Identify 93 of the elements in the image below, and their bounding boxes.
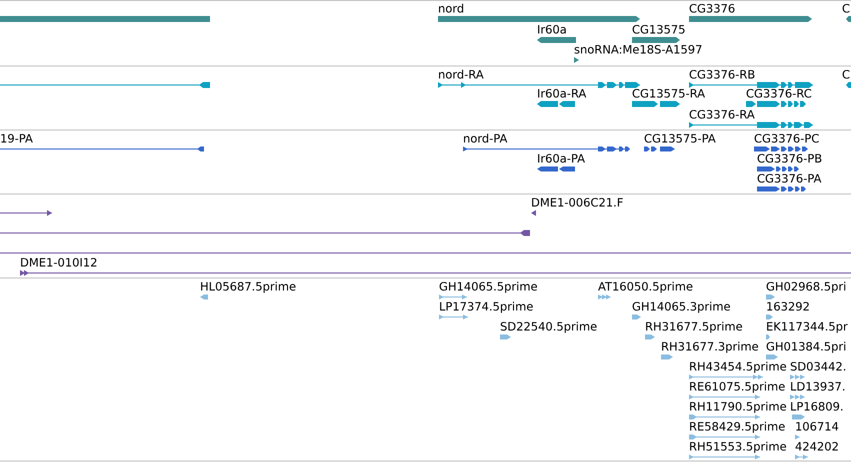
node-label: RE58429.5prime: [690, 422, 785, 433]
node-label: RH31677.3prime: [662, 342, 758, 353]
node-label: Ir60a-RA: [538, 88, 586, 98]
protein-feature: CG3376-PA: [757, 174, 822, 192]
node-label: CG3376-PA: [758, 174, 822, 183]
node-label: CG3376-RB: [690, 70, 754, 79]
node-label: RH31677.5prime: [646, 322, 742, 333]
read-feature: RH43454.5prime: [688, 362, 786, 380]
transcript-feature: CG3376-RB: [688, 70, 814, 88]
node-label: GH01384.5pri: [766, 342, 846, 353]
node-label: GH14065.3prime: [632, 302, 730, 313]
node-label: CG3376-RC: [746, 88, 812, 98]
protein-feature: CG3376-PB: [757, 154, 822, 172]
node-label: HL05687.5prime: [201, 282, 296, 293]
node-label: AT16050.5prime: [598, 282, 692, 293]
read-feature: RH31677.5prime: [645, 322, 742, 340]
node-label: 19-PA: [1, 134, 33, 143]
node-label: RH43454.5prime: [690, 362, 786, 373]
transcript-feature: C: [842, 70, 851, 88]
node-label: GH14065.5prime: [440, 282, 537, 293]
read-feature: RE58429.5prime: [688, 422, 785, 440]
gene-feature: C: [842, 4, 851, 22]
node-label: nord-RA: [439, 70, 484, 79]
node-label: SD22540.5prime: [500, 322, 597, 333]
node-label: CG3376-PC: [754, 134, 819, 143]
protein-feature: CG13575-PA: [644, 134, 716, 152]
node-label: CG3376-RA: [690, 110, 755, 119]
node-label: LP17374.5prime: [440, 302, 533, 313]
node-label: EK117344.5pr: [767, 322, 848, 333]
node-label: 106714: [796, 422, 838, 431]
gene-feature: snoRNA:Me18S-A1597: [574, 44, 702, 63]
node-label: 163292: [767, 302, 809, 311]
node-label: RE61075.5prime: [690, 382, 785, 393]
read-feature: SD03442.: [790, 362, 846, 380]
transcript-feature: nord-RA: [438, 70, 640, 88]
node-label: RH51553.5prime: [690, 442, 786, 453]
read-feature: LP16809.: [791, 402, 842, 420]
read-feature: LP17374.5prime: [438, 302, 533, 320]
node-label: SD03442.: [790, 362, 846, 371]
read-feature: GH01384.5pri: [766, 342, 846, 360]
read-feature: LD13937.: [790, 382, 844, 400]
clone-line: [0, 252, 851, 254]
gene-feature: nord: [438, 4, 640, 22]
node-label: CG13575-PA: [644, 134, 716, 143]
protein-feature: CG3376-PC: [754, 134, 819, 152]
node-label: C: [842, 70, 850, 79]
transcript-feature: CG3376-RC: [746, 88, 812, 107]
transcript-feature: Ir60a-RA: [537, 88, 586, 107]
node-label: DME1-006C21.F: [532, 198, 623, 207]
gene-feature: CG3376: [689, 4, 812, 22]
read-feature: 424202: [794, 442, 838, 460]
read-feature: HL05687.5prime: [200, 282, 296, 300]
read-feature: 106714: [795, 422, 838, 440]
node-label: CG3376: [690, 4, 734, 13]
read-feature: SD22540.5prime: [500, 322, 597, 340]
clone-line: [0, 210, 52, 216]
protein-feature: nord-PA: [462, 134, 630, 152]
node-label: RH11790.5prime: [690, 402, 786, 413]
node-label: CG13575-RA: [632, 88, 705, 98]
node-label: CG13575: [632, 24, 685, 34]
read-feature: RE61075.5prime: [688, 382, 785, 400]
read-feature: GH14065.3prime: [632, 302, 730, 320]
transcript-line: [0, 82, 210, 88]
read-feature: GH14065.5prime: [438, 282, 537, 300]
gene-feature: Ir60a: [537, 24, 576, 43]
node-label: 424202: [796, 442, 838, 451]
gene-bar: [0, 16, 210, 22]
node-label: C: [842, 4, 850, 13]
read-feature: RH31677.3prime: [661, 342, 758, 360]
read-feature: EK117344.5pr: [766, 322, 848, 340]
protein-feature: Ir60a-PA: [537, 154, 585, 172]
node-label: CG3376-PB: [758, 154, 822, 163]
node-label: DME1-010I12: [21, 258, 96, 267]
clone-feature: DME1-006C21.F: [531, 198, 623, 216]
read-feature: RH51553.5prime: [688, 442, 786, 460]
read-feature: AT16050.5prime: [598, 282, 692, 300]
node-label: LD13937.: [791, 382, 844, 391]
clone-feature: DME1-010I12: [20, 258, 851, 276]
read-feature: RH11790.5prime: [688, 402, 786, 420]
read-feature: GH02968.5pri: [766, 282, 846, 300]
node-label: Ir60a: [538, 24, 566, 34]
node-label: LP16809.: [791, 402, 842, 411]
clone-line: [0, 230, 530, 236]
read-feature: 163292: [766, 302, 809, 320]
transcript-feature: CG3376-RA: [688, 110, 814, 128]
gene-feature: CG13575: [632, 24, 684, 43]
transcript-feature: CG13575-RA: [632, 88, 705, 107]
protein-feature: 19-PA: [0, 134, 204, 152]
node-label: Ir60a-PA: [538, 154, 585, 163]
node-label: nord-PA: [464, 134, 508, 143]
node-label: snoRNA:Me18S-A1597: [574, 44, 702, 54]
node-label: nord: [439, 4, 464, 13]
node-label: GH02968.5pri: [766, 282, 846, 293]
